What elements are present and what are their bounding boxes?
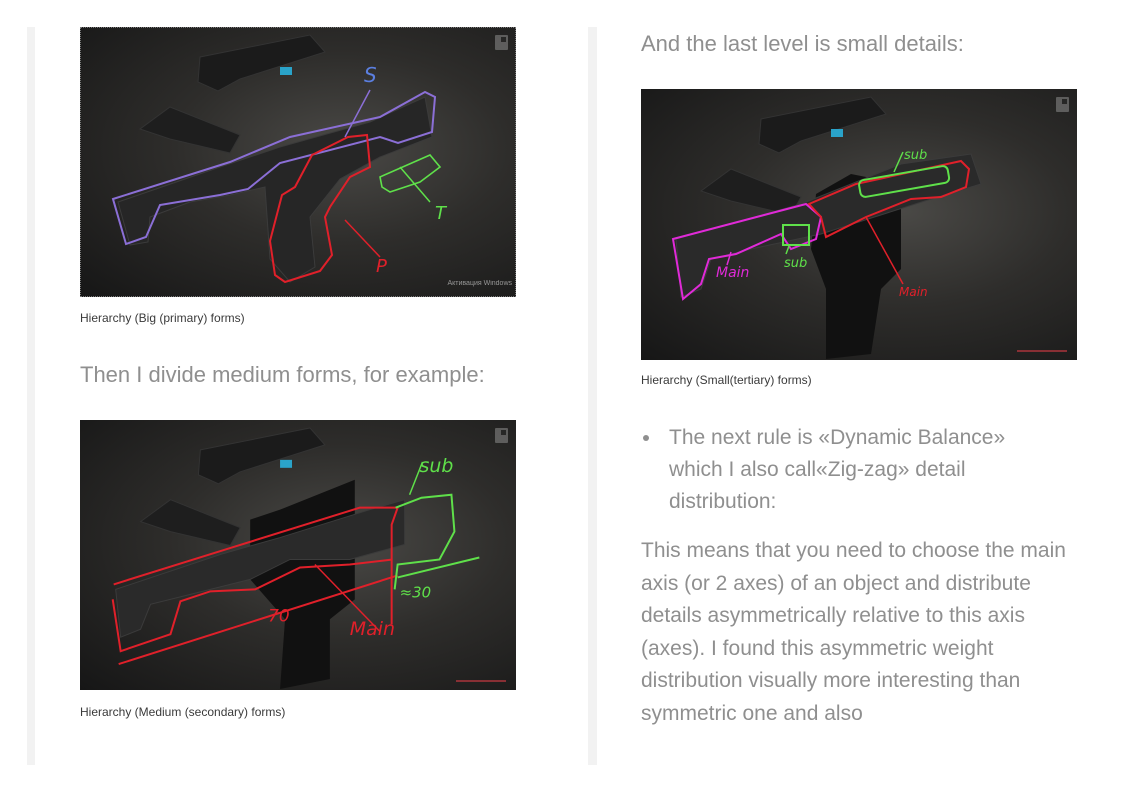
heading-medium-forms: Then I divide medium forms, for example:: [80, 362, 485, 387]
outline-p: [268, 133, 372, 284]
left-column-border: [27, 27, 35, 765]
weapon-illustration: sub sub Main Main: [671, 96, 982, 359]
image-big-forms[interactable]: S T P Активация Windows: [80, 27, 516, 297]
list-item-text: The next rule is «Dynamic Balance» which…: [669, 426, 1006, 513]
label-p: P: [376, 256, 387, 277]
site-logo-icon: [495, 35, 508, 50]
list-item: The next rule is «Dynamic Balance» which…: [641, 422, 1061, 518]
image-small-forms[interactable]: sub sub Main Main: [641, 89, 1077, 360]
bullet-icon: [643, 435, 649, 441]
outline-t: [379, 154, 442, 193]
outline-s: [111, 90, 437, 246]
label-s: S: [364, 63, 377, 87]
signature-bar: [456, 680, 506, 682]
caption-big-forms: Hierarchy (Big (primary) forms): [80, 311, 245, 325]
heading-small-details: And the last level is small details:: [641, 31, 964, 56]
caption-medium-forms: Hierarchy (Medium (secondary) forms): [80, 705, 286, 719]
image-medium-forms[interactable]: sub ≈30 70 Main: [80, 420, 516, 690]
outline-main: [111, 506, 400, 653]
label-dim-main: 70: [268, 605, 290, 625]
windows-activation-watermark: Активация Windows: [447, 280, 512, 287]
label-dim-sub: ≈30: [400, 583, 432, 601]
outline-sub-top: [858, 165, 951, 198]
label-main-right: Main: [899, 285, 928, 299]
caption-small-forms: Hierarchy (Small(tertiary) forms): [641, 373, 812, 387]
label-main: Main: [350, 618, 395, 640]
label-sub-top: sub: [904, 148, 927, 163]
site-logo-icon: [1056, 97, 1069, 112]
right-column-border: [588, 27, 597, 765]
body-paragraph: This means that you need to choose the m…: [641, 539, 1066, 725]
label-sub: sub: [420, 455, 454, 477]
site-logo-icon: [495, 428, 508, 443]
label-t: T: [435, 203, 448, 224]
weapon-illustration: sub ≈30 70 Main: [111, 427, 480, 690]
outline-sub: [393, 493, 456, 590]
label-main-left: Main: [716, 265, 749, 281]
weapon-illustration: S T P: [111, 34, 448, 284]
signature-bar: [1017, 350, 1067, 352]
rules-list: The next rule is «Dynamic Balance» which…: [641, 422, 1061, 518]
label-sub-bottom: sub: [784, 256, 807, 271]
outline-sub-bottom: [782, 224, 810, 246]
